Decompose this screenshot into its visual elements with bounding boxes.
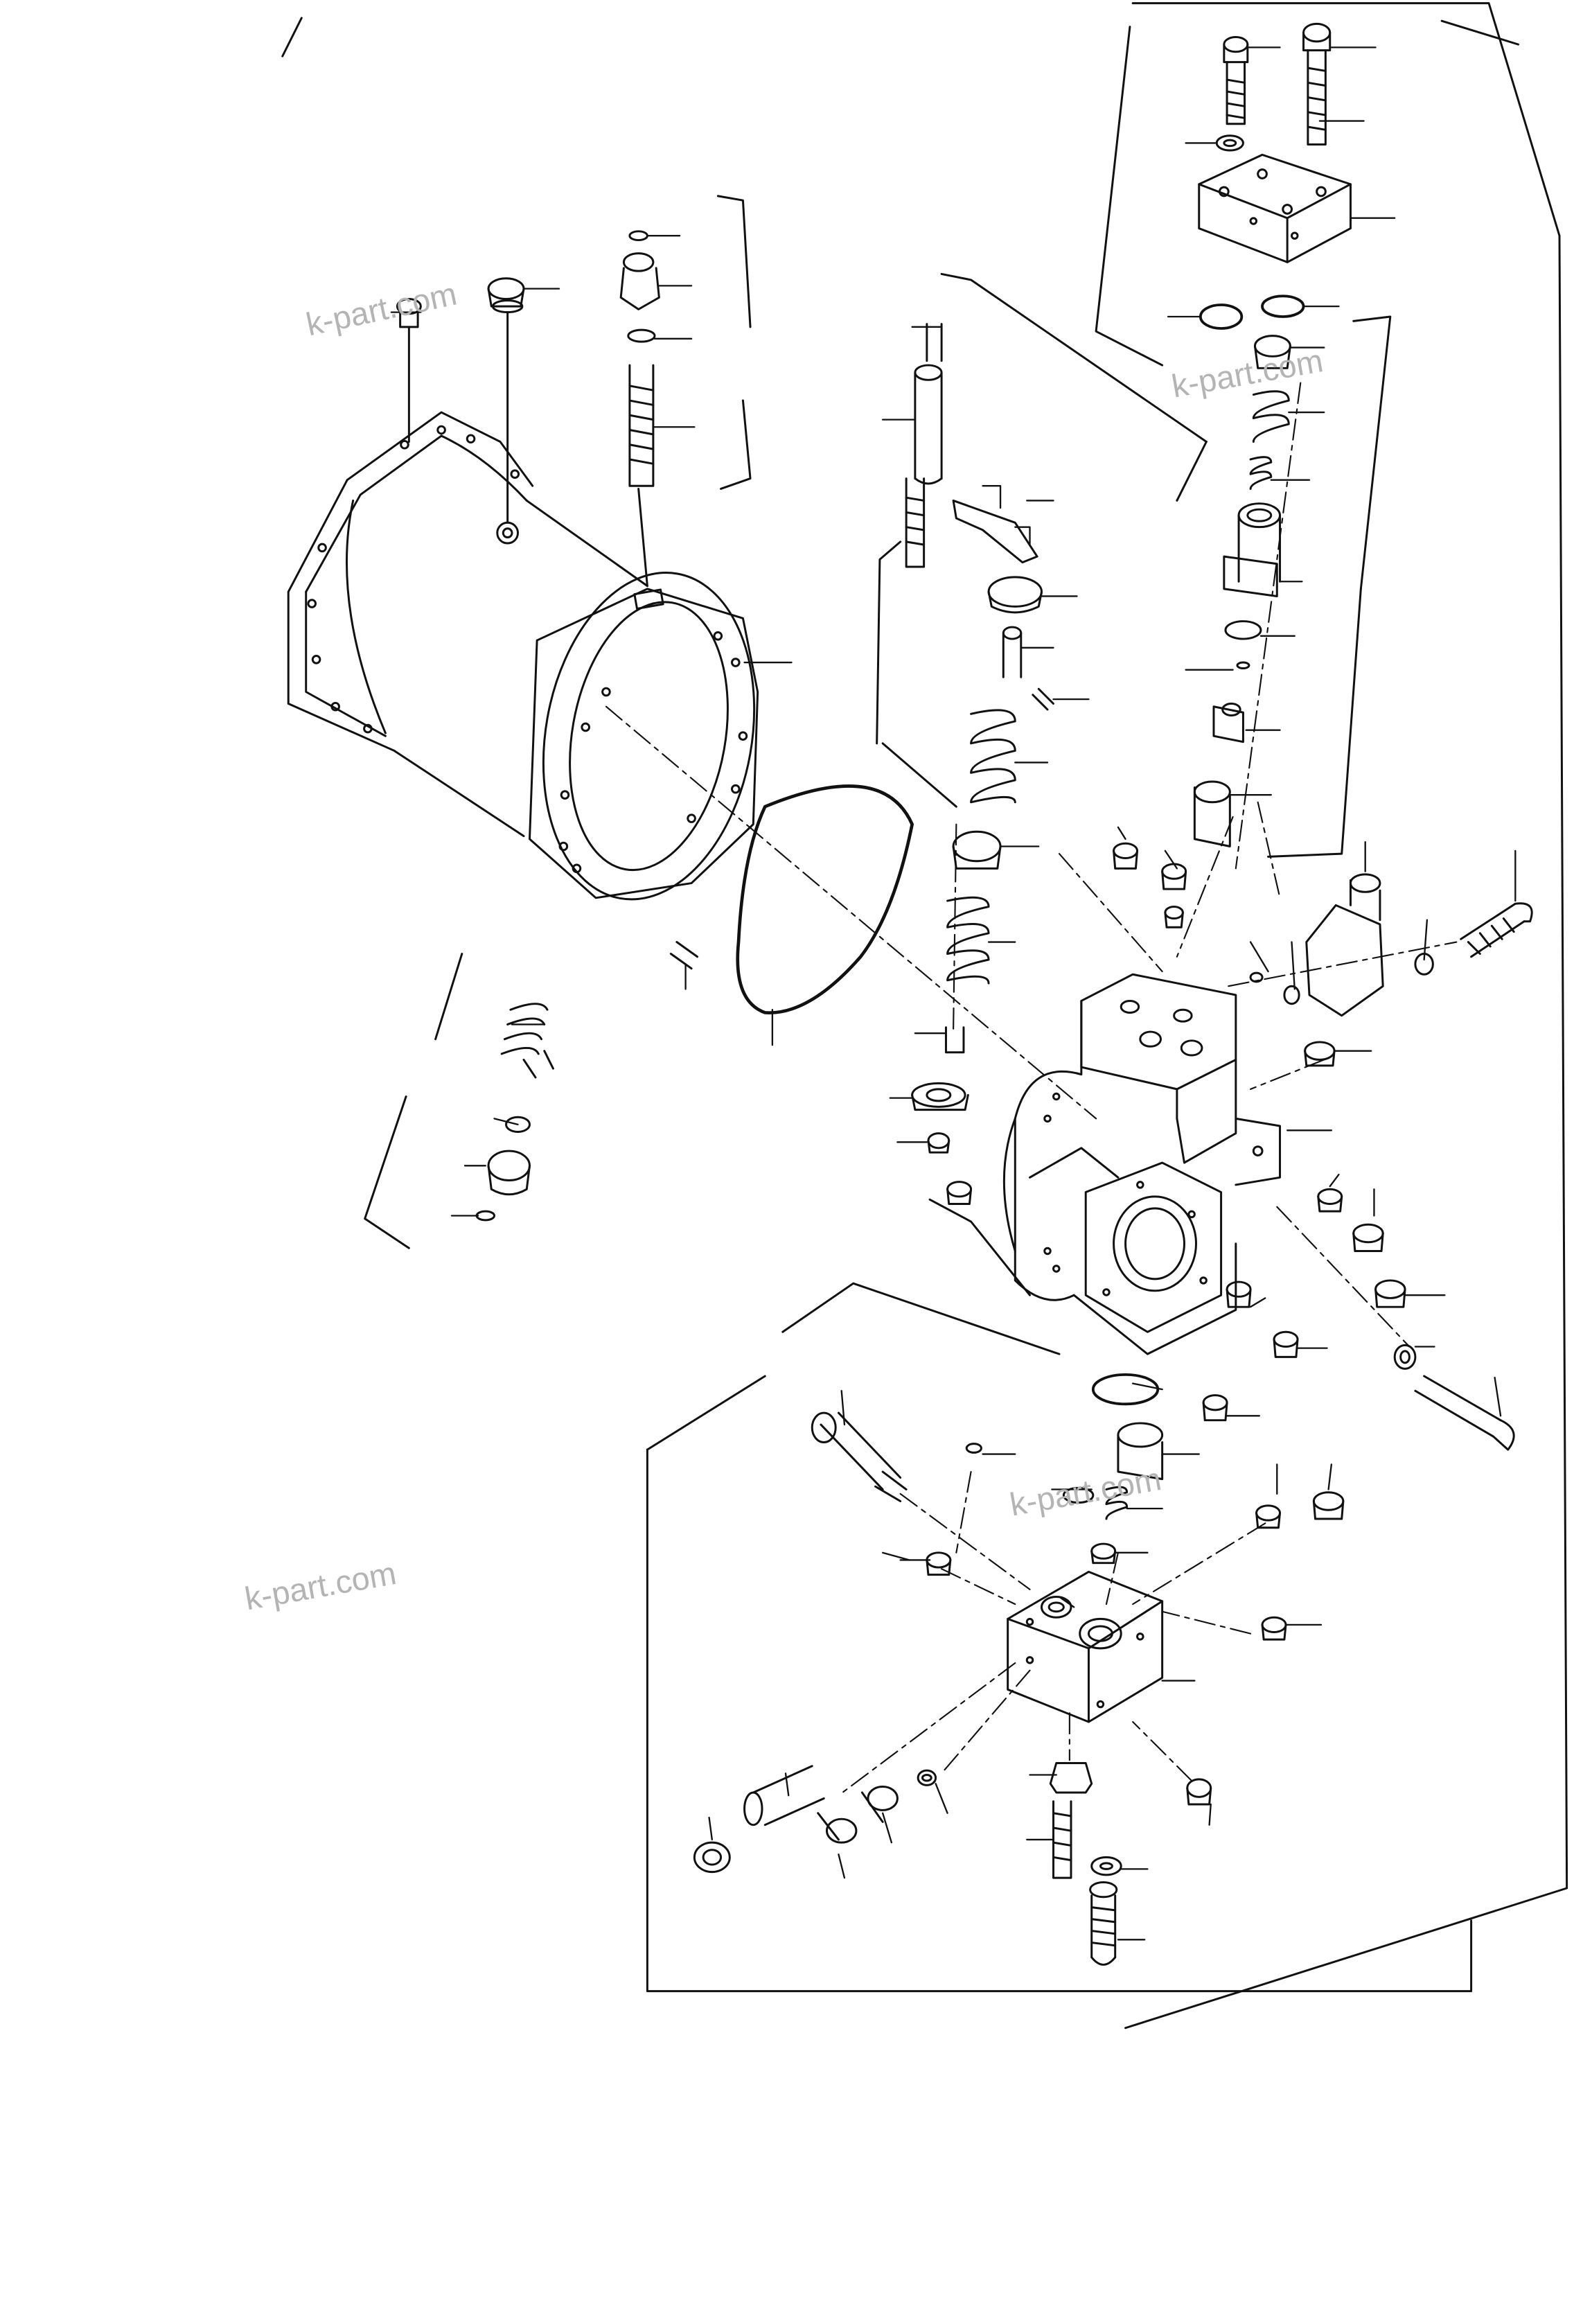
- watermark-top-left: k-part.com: [303, 276, 460, 343]
- watermark-top-right: k-part.com: [1169, 342, 1325, 405]
- watermark-center: k-part.com: [1007, 1461, 1164, 1523]
- center-lines: [605, 382, 1458, 1797]
- lower-valve-block: [1007, 1570, 1164, 1723]
- top-cover-plate: [1198, 153, 1352, 263]
- valve-body: [1002, 973, 1282, 1355]
- housing-cylinder: [287, 411, 759, 901]
- springs: [500, 390, 1290, 1520]
- bolts: [396, 22, 1533, 1966]
- callout-leaders: [390, 46, 1516, 1941]
- watermark-left: k-part.com: [242, 1555, 398, 1617]
- frame-lines: [281, 2, 1568, 2030]
- spools-and-sleeves: [487, 323, 1384, 1844]
- large-o-ring: [736, 784, 914, 1014]
- plugs: [487, 230, 1406, 1874]
